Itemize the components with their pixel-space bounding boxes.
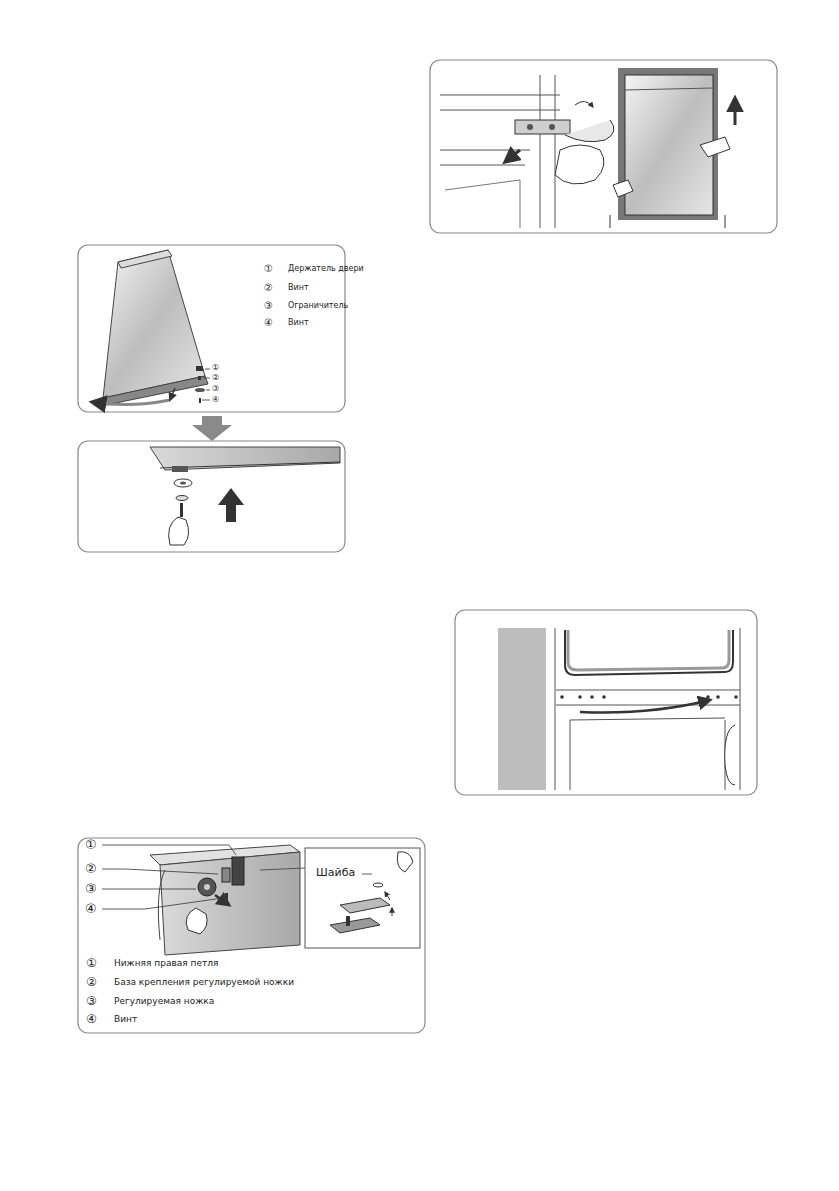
callout-number: ② — [85, 862, 97, 876]
part-label: Держатель двери — [288, 265, 364, 274]
callout-number: ② — [264, 282, 273, 293]
legend-text: Нижняя правая петля — [114, 959, 218, 969]
part-label: Винт — [288, 284, 309, 293]
legend-text: Регулируемая ножка — [114, 997, 214, 1007]
legend-text: Винт — [114, 1015, 137, 1025]
callout-number: ④ — [85, 902, 97, 916]
callout-number: ③ — [86, 995, 97, 1008]
callout-number: ④ — [264, 317, 273, 328]
callout-number: ③ — [264, 300, 273, 311]
callout-number: ① — [212, 364, 219, 373]
callout-number: ① — [264, 263, 273, 274]
legend-text: База крепления регулируемой ножки — [114, 978, 294, 988]
callout-number: ③ — [85, 882, 97, 896]
callout-number: ④ — [212, 396, 219, 405]
callout-number: ① — [86, 957, 97, 970]
callout-number: ① — [85, 838, 97, 852]
part-label: Шайба — [316, 867, 355, 879]
step-arrow — [192, 416, 232, 441]
callout-number: ② — [86, 976, 97, 989]
callout-number: ④ — [86, 1013, 97, 1026]
part-label: Ограничитель — [288, 302, 348, 311]
panel-hinge-removal — [430, 60, 777, 233]
callout-number: ② — [212, 374, 219, 383]
callout-number: ③ — [212, 385, 219, 394]
panel-door-install — [78, 441, 345, 552]
panel-hole-covers — [455, 610, 757, 795]
panel-lower-hinge — [78, 838, 425, 1033]
part-label: Винт — [288, 319, 309, 328]
